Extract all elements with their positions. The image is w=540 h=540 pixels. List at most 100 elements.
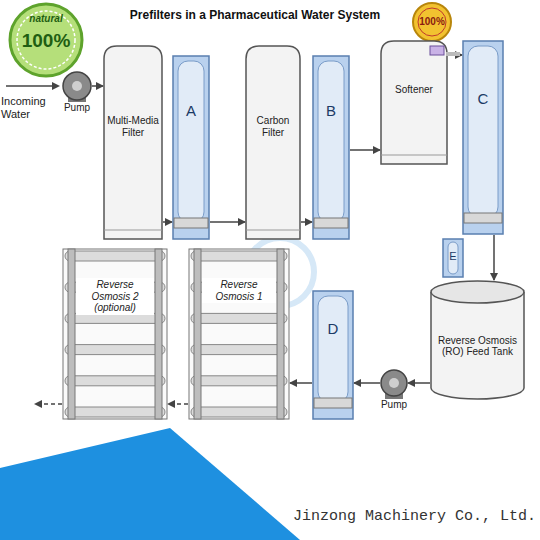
node-text: Softener xyxy=(383,84,445,96)
flow-pipe xyxy=(493,235,495,280)
vessel-outline xyxy=(104,46,162,239)
pump-symbol: Pump xyxy=(62,72,92,100)
badge-text: 100% xyxy=(410,16,454,28)
node-shape xyxy=(312,290,354,420)
filter-housing: E xyxy=(442,238,464,278)
filter-housing: B xyxy=(312,55,350,240)
node-shape xyxy=(312,55,350,240)
filter-cartridge xyxy=(178,61,204,222)
node-text: Pump xyxy=(46,102,108,114)
softener-vessel: Softener xyxy=(380,40,448,165)
tank-body xyxy=(431,292,524,399)
housing-outline xyxy=(313,56,349,239)
rack-frame xyxy=(189,249,289,419)
badge-text: 100% xyxy=(11,30,81,52)
inlet-label: Incoming Water xyxy=(1,95,55,120)
node-text: Reverse Osmosis 2 (optional) xyxy=(76,278,154,315)
filter-cartridge xyxy=(318,61,344,222)
badge-text-holder: 100% xyxy=(410,16,454,28)
pipe-fitting xyxy=(464,213,502,223)
flow-pipe xyxy=(301,221,312,223)
outlet-pipe xyxy=(40,403,62,405)
vessel-outline xyxy=(246,46,300,239)
housing-outline xyxy=(173,56,209,239)
arrowhead xyxy=(34,400,42,408)
flow-pipe xyxy=(350,149,380,151)
pump-body xyxy=(381,370,407,396)
vessel-base xyxy=(246,230,300,231)
membrane-tube xyxy=(65,376,165,386)
node-shape xyxy=(62,72,92,100)
badge-text-holder: natural xyxy=(16,13,76,25)
corner-band xyxy=(0,428,300,540)
pump-body xyxy=(63,72,91,100)
membrane-tube xyxy=(65,313,165,323)
filter-housing: A xyxy=(172,55,210,240)
diagram-title: Prefilters in a Pharmaceutical Water Sys… xyxy=(100,9,410,23)
flow-pipe xyxy=(290,382,312,384)
tank-top xyxy=(431,281,524,303)
node-shape xyxy=(245,45,301,240)
node-text: Reverse Osmosis (RO) Feed Tank xyxy=(433,335,522,358)
feed-tank: Reverse Osmosis (RO) Feed Tank xyxy=(430,280,525,400)
vessel-base xyxy=(104,230,162,231)
pump-hub xyxy=(72,81,82,91)
node-text: Multi-Media Filter xyxy=(106,115,160,138)
node-shape xyxy=(380,40,448,165)
rack-post xyxy=(194,249,201,419)
ro-rack: Reverse Osmosis 2 (optional) xyxy=(62,248,168,420)
housing-outline xyxy=(313,291,353,419)
membrane-tube xyxy=(191,251,287,261)
inlet-label-holder: Incoming Water xyxy=(1,95,55,120)
pipe-fitting xyxy=(174,218,208,228)
membrane-tube xyxy=(191,313,287,323)
node-shape xyxy=(62,248,168,420)
filter-vessel: Carbon Filter xyxy=(245,45,301,240)
badge-text-holder: 100% xyxy=(11,30,81,52)
filter-letter: A xyxy=(175,102,207,119)
rack-post xyxy=(68,249,75,419)
company-watermark-holder: Jinzong Machinery Co., Ltd. xyxy=(282,508,536,525)
company-watermark: Jinzong Machinery Co., Ltd. xyxy=(282,508,536,525)
filter-letter: B xyxy=(315,102,347,119)
rack-frame xyxy=(63,249,167,419)
filter-housing: D xyxy=(312,290,354,420)
membrane-tube xyxy=(65,345,165,355)
inlet-pipe xyxy=(6,85,56,87)
flow-pipe xyxy=(92,85,103,87)
flow-pipe xyxy=(168,403,188,405)
node-text: Pump xyxy=(364,399,424,411)
node-shape xyxy=(380,369,408,397)
natural-badge xyxy=(10,4,82,76)
ro-rack: Reverse Osmosis 1 xyxy=(188,248,290,420)
membrane-tube xyxy=(65,251,165,261)
node-shape xyxy=(188,248,290,420)
node-shape xyxy=(172,55,210,240)
pump-hub xyxy=(389,378,399,388)
badge-text: natural xyxy=(16,13,76,25)
filter-cartridge xyxy=(318,296,348,402)
membrane-tube xyxy=(65,407,165,417)
node-shape xyxy=(103,45,163,240)
node-shape xyxy=(462,40,504,235)
node-text: Reverse Osmosis 1 xyxy=(202,278,276,303)
flow-pipe xyxy=(210,221,245,223)
rack-post xyxy=(155,249,162,419)
filter-letter: C xyxy=(465,90,501,107)
housing-outline xyxy=(443,239,463,277)
pipe-fitting xyxy=(314,398,352,408)
flow-pipe xyxy=(354,382,380,384)
vessel-outline xyxy=(381,41,447,164)
arrowhead xyxy=(52,82,60,90)
filter-letter: E xyxy=(445,250,461,263)
filter-housing: C xyxy=(462,40,504,235)
pipe-fitting xyxy=(314,218,348,228)
housing-outline xyxy=(463,41,503,234)
filter-vessel: Multi-Media Filter xyxy=(103,45,163,240)
vessel-base xyxy=(381,155,447,156)
filter-cartridge xyxy=(468,46,498,217)
membrane-tube xyxy=(191,376,287,386)
filter-letter: D xyxy=(315,320,351,337)
diagram-title-holder: Prefilters in a Pharmaceutical Water Sys… xyxy=(100,9,410,23)
